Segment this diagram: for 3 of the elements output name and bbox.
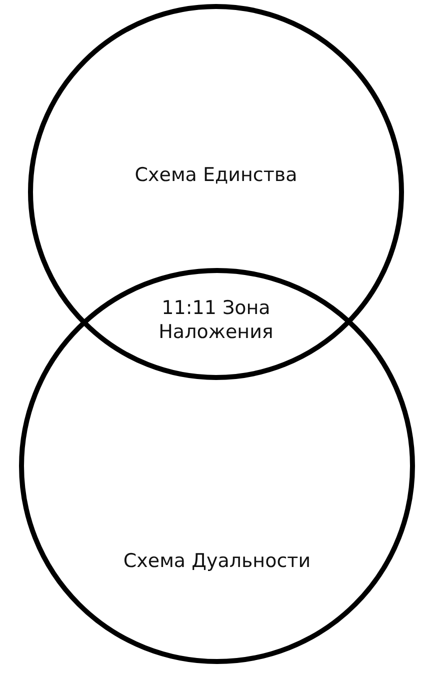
circle-label: Схема Дуальности — [123, 550, 311, 572]
circle-label: Схема Единства — [134, 164, 298, 186]
overlap-label: 11:11 Зона Наложения — [158, 296, 274, 344]
